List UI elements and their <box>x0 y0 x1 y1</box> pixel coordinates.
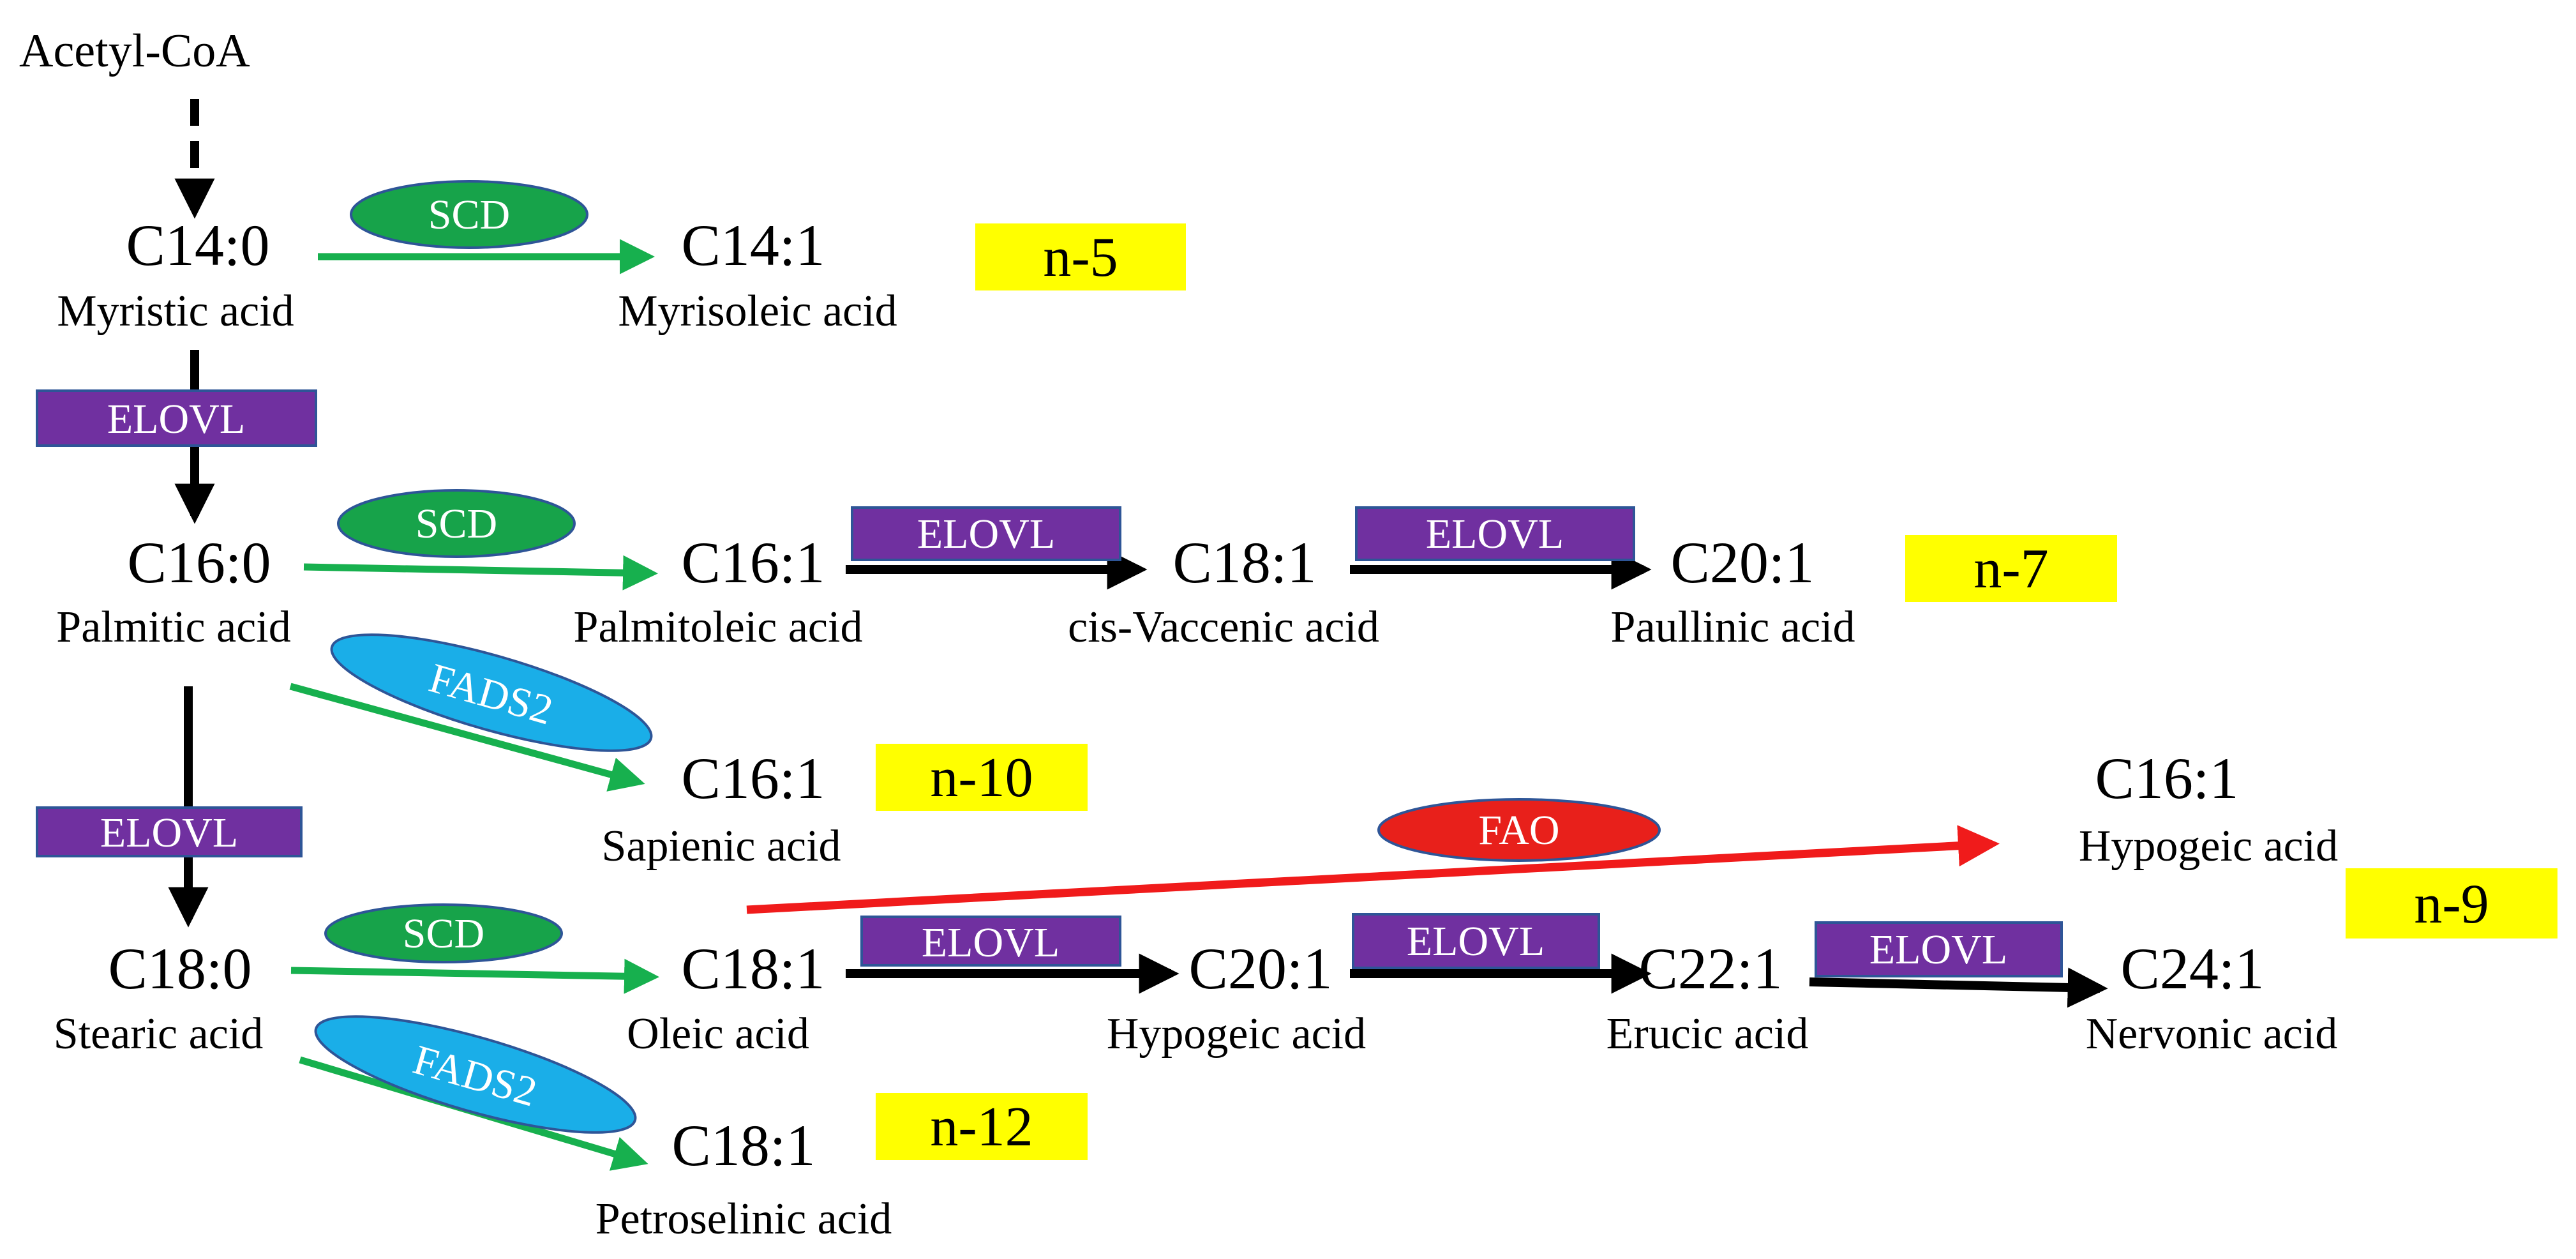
c16-1-hypogeic-formula: C16:1 <box>2095 746 2239 811</box>
enzyme-scd-3: SCD <box>324 903 563 963</box>
c16-1-sapienic-formula: C16:1 <box>682 746 825 811</box>
enzyme-scd-1: SCD <box>350 180 588 249</box>
enzyme-label: ELOVL <box>917 511 1055 557</box>
enzyme-label: SCD <box>428 192 510 238</box>
family-tag-label: n-10 <box>930 747 1033 809</box>
enzyme-label: FAO <box>1478 807 1559 854</box>
enzyme-label: ELOVL <box>1869 926 2007 973</box>
c18-1-petroselinic-name: Petroselinic acid <box>595 1195 892 1244</box>
enzyme-label: SCD <box>403 910 484 957</box>
c16-0-name: Palmitic acid <box>56 603 290 652</box>
enzyme-fads2-1: FADS2 <box>330 633 653 752</box>
c14-0-formula: C14:0 <box>126 213 270 278</box>
family-tag-label: n-12 <box>930 1096 1033 1158</box>
family-tag-label: n-9 <box>2414 873 2489 935</box>
c22-1-name: Erucic acid <box>1606 1009 1809 1059</box>
family-tags: n-5 n-7 n-10 n-9 n-12 <box>876 223 2557 1160</box>
enzyme-label: ELOVL <box>922 919 1060 966</box>
enzyme-elovl-5: ELOVL <box>860 916 1121 967</box>
enzyme-scd-2: SCD <box>337 489 576 558</box>
arrow-c16-0-to-c16-1 <box>303 555 658 591</box>
c20-1-paullinic-formula: C20:1 <box>1671 530 1815 595</box>
enzyme-elovl-3: ELOVL <box>851 506 1121 561</box>
enzyme-elovl-2: ELOVL <box>36 806 303 857</box>
enzymes: SCD SCD SCD FADS2 FADS2 FAO ELOVL <box>36 180 2063 1134</box>
c16-0-formula: C16:0 <box>128 530 271 595</box>
c18-1-vaccenic-formula: C18:1 <box>1173 530 1317 595</box>
enzyme-label: ELOVL <box>1426 511 1564 557</box>
family-tag-n9: n-9 <box>2346 868 2557 939</box>
family-tag-n12: n-12 <box>876 1093 1088 1160</box>
enzyme-label: ELOVL <box>107 396 245 442</box>
c18-1-oleic-formula: C18:1 <box>682 936 825 1001</box>
enzyme-elovl-6: ELOVL <box>1352 913 1600 969</box>
enzyme-label: ELOVL <box>1407 918 1545 965</box>
arrow-c16-0-to-sapienic <box>289 682 645 792</box>
arrows <box>168 99 2108 1171</box>
c16-1-sapienic-name: Sapienic acid <box>601 822 841 871</box>
c18-1-oleic-name: Oleic acid <box>627 1009 809 1059</box>
c16-1-palmitoleic-formula: C16:1 <box>682 530 825 595</box>
c14-1-formula: C14:1 <box>682 213 825 278</box>
c20-1-hypogeic-formula: C20:1 <box>1189 936 1333 1001</box>
family-tag-n5: n-5 <box>975 223 1186 290</box>
enzyme-elovl-1: ELOVL <box>36 389 317 447</box>
c18-0-name: Stearic acid <box>54 1009 263 1059</box>
family-tag-label: n-7 <box>1973 538 2048 600</box>
arrow-c22-1-to-c24-1 <box>1809 967 2108 1008</box>
arrow-c18-0-to-c18-1 <box>290 958 659 994</box>
family-tag-label: n-5 <box>1043 227 1118 289</box>
c22-1-formula: C22:1 <box>1639 936 1783 1001</box>
enzyme-elovl-7: ELOVL <box>1815 921 2063 977</box>
enzyme-label: SCD <box>416 501 497 547</box>
c24-1-formula: C24:1 <box>2121 936 2265 1001</box>
c18-0-formula: C18:0 <box>109 936 252 1001</box>
family-tag-n10: n-10 <box>876 744 1088 811</box>
c16-1-hypogeic-name: Hypogeic acid <box>2079 822 2338 871</box>
c14-0-name: Myristic acid <box>57 287 294 336</box>
enzyme-fao: FAO <box>1377 798 1661 862</box>
acetyl-coa-label: Acetyl-CoA <box>19 25 250 77</box>
labels: Acetyl-CoA C14:0 Myristic acid C14:1 Myr… <box>19 25 2338 1244</box>
enzyme-elovl-4: ELOVL <box>1355 506 1635 561</box>
c14-1-name: Myrisoleic acid <box>618 287 897 336</box>
c20-1-hypogeic-name: Hypogeic acid <box>1107 1009 1366 1059</box>
enzyme-fads2-2: FADS2 <box>314 1015 637 1134</box>
family-tag-n7: n-7 <box>1905 535 2117 602</box>
enzyme-label: ELOVL <box>100 810 238 856</box>
c20-1-paullinic-name: Paullinic acid <box>1611 603 1855 652</box>
c18-1-petroselinic-formula: C18:1 <box>672 1113 816 1178</box>
c16-1-palmitoleic-name: Palmitoleic acid <box>574 603 863 652</box>
c18-1-vaccenic-name: cis-Vaccenic acid <box>1068 603 1379 652</box>
c24-1-name: Nervonic acid <box>2086 1009 2338 1059</box>
arrow-oleic-to-hypogeic-fao <box>746 825 2000 914</box>
